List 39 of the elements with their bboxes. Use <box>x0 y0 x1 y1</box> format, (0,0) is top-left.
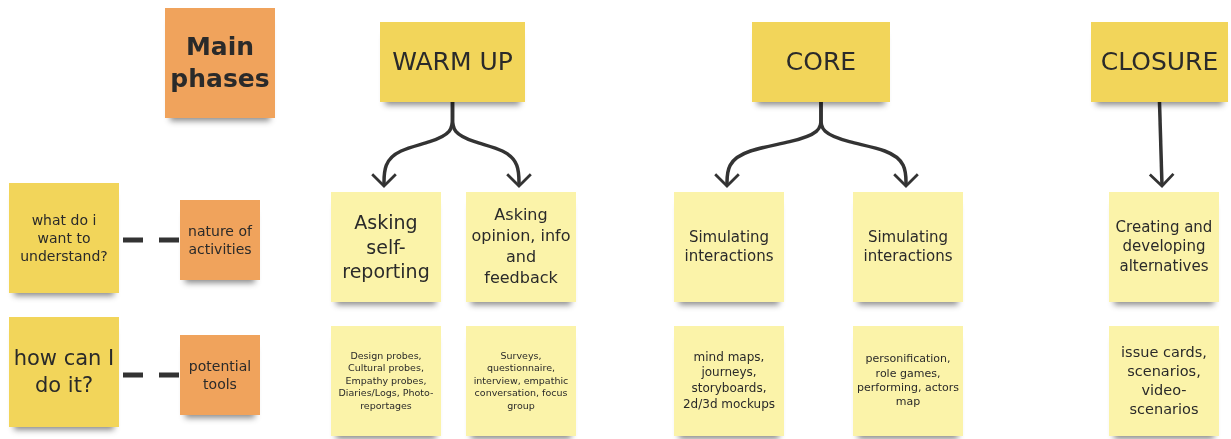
tools-note <box>466 326 576 436</box>
note-text: Asking opinion, info and feedback <box>470 205 572 289</box>
note-text: Creating and developing alternatives <box>1114 217 1214 277</box>
note-text: WARM UP <box>392 45 513 78</box>
note-text: mind maps, journeys, storyboards, 2d/3d mockups <box>681 349 776 413</box>
tools-note <box>331 326 441 436</box>
note-text: Asking self-reporting <box>341 209 431 285</box>
note-text: nature of activities <box>187 221 254 259</box>
phase-label-note <box>165 8 275 118</box>
activity-note <box>853 192 963 302</box>
note-text: CORE <box>785 45 857 78</box>
phase-note <box>752 22 890 102</box>
arrow <box>450 102 533 188</box>
activity-note <box>674 192 784 302</box>
note-text: issue cards, scenarios, video-scenarios <box>1120 343 1208 419</box>
category-note <box>180 200 260 280</box>
note-text: Surveys, questionnaire, interview, empathic conversation, focus group <box>472 350 570 412</box>
activity-note <box>331 192 441 302</box>
phase-note <box>1091 22 1228 102</box>
note-text: how can I do it? <box>13 344 115 399</box>
note-text: personification, role games, performing, actors map <box>857 352 959 410</box>
note-text: potential tools <box>187 356 253 394</box>
tools-note <box>1109 326 1219 436</box>
arrow <box>1148 101 1175 188</box>
activity-note <box>466 192 576 302</box>
tools-note <box>674 326 784 436</box>
note-text: Main phases <box>169 30 271 95</box>
tools-note <box>853 326 963 436</box>
arrow <box>819 102 920 188</box>
note-text: what do i want to understand? <box>19 210 109 266</box>
note-text: CLOSURE <box>1100 45 1219 78</box>
note-text: Simulating interactions <box>862 227 954 267</box>
category-note <box>180 335 260 415</box>
activity-note <box>1109 192 1219 302</box>
question-note <box>9 317 119 427</box>
question-note <box>9 183 119 293</box>
note-text: Simulating interactions <box>683 227 775 267</box>
note-text: Design probes, Cultural probes, Empathy probes, Diaries/Logs, Photo-reportages <box>337 350 435 412</box>
phase-note <box>380 22 525 102</box>
